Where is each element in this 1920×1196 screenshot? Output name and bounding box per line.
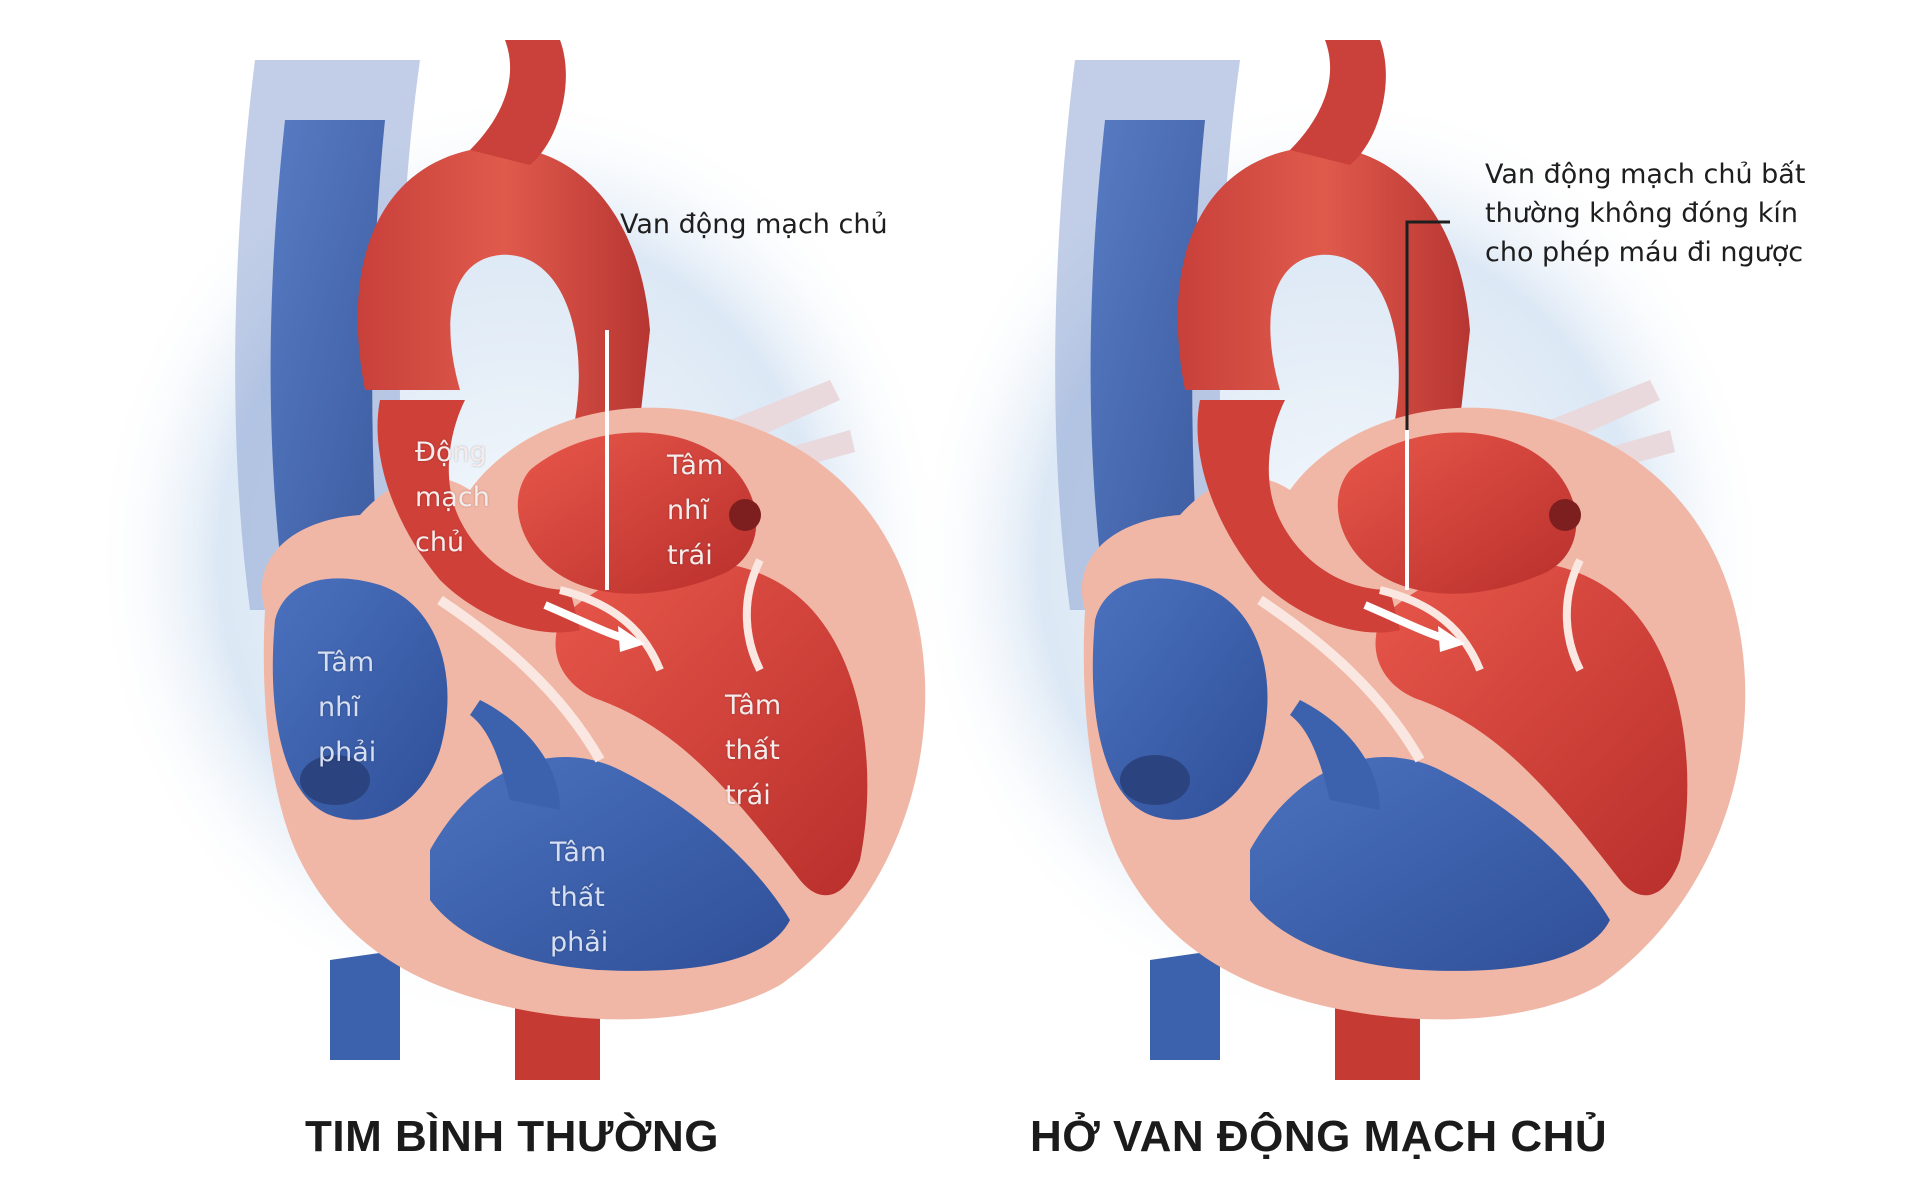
normal-heart-illustration (90, 40, 950, 1080)
caption-aortic-regurgitation: HỞ VAN ĐỘNG MẠCH CHỦ (1030, 1112, 1608, 1161)
caption-normal-heart: TIM BÌNH THƯỜNG (305, 1112, 719, 1161)
right-flow-arrowhead (1438, 626, 1465, 652)
label-aorta: Động mạch chủ (415, 437, 490, 558)
label-right-atrium: Tâm nhĩ phải (318, 647, 377, 768)
label-left-ventricle: Tâm thất trái (725, 690, 782, 811)
right-callout-abnormal-valve: Van động mạch chủ bất thường không đóng … (1485, 159, 1806, 268)
left-callout-aortic-valve: Van động mạch chủ (620, 209, 888, 240)
label-right-ventricle: Tâm thất phải (550, 837, 609, 958)
label-left-atrium: Tâm nhĩ trái (667, 450, 724, 571)
left-flow-arrowhead (618, 626, 645, 652)
